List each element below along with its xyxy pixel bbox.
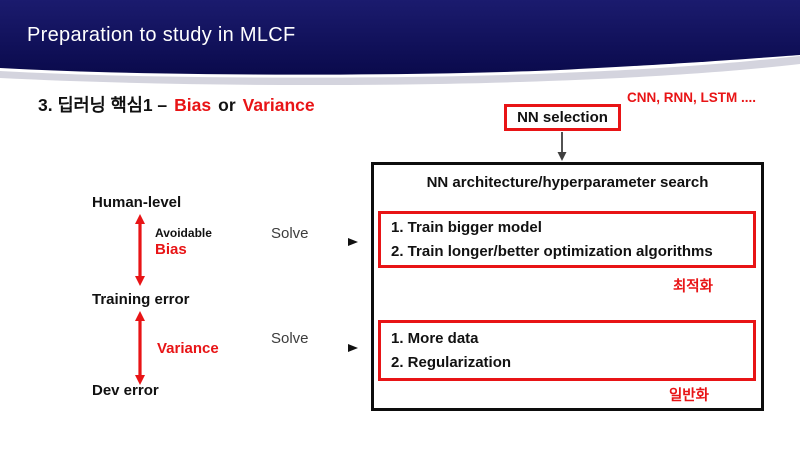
bias-solutions-box: 1. Train bigger model 2. Train longer/be… (378, 211, 756, 268)
heading-or: or (218, 95, 236, 115)
solve-bias-label: Solve (271, 225, 309, 242)
generalization-tag: 일반화 (668, 388, 709, 404)
heading-prefix: 3. 딥러닝 핵심1 – (38, 95, 168, 115)
heading-variance: Variance (242, 95, 315, 115)
nn-selection-connector-arrow (557, 132, 567, 161)
avoidable-label: Avoidable (155, 226, 212, 240)
nn-search-box: NN architecture/hyperparameter search 1.… (371, 162, 764, 411)
bias-solution-item: 2. Train longer/better optimization algo… (391, 242, 713, 260)
header-swoosh-shadow (0, 56, 800, 86)
nn-selection-label: NN selection (517, 109, 608, 126)
header-navy-shape (0, 0, 800, 75)
bias-label: Bias (155, 241, 187, 258)
avoidable-bias-arrow (135, 214, 145, 286)
nn-types-note: CNN, RNN, LSTM .... (627, 90, 756, 105)
bias-solution-item: 1. Train bigger model (391, 219, 542, 237)
nn-search-box-title: NN architecture/hyperparameter search (426, 174, 709, 191)
dev-error-label: Dev error (92, 382, 159, 399)
variance-label: Variance (157, 340, 219, 357)
heading-bias: Bias (174, 95, 212, 115)
optimization-tag: 최적화 (672, 279, 713, 295)
training-error-label: Training error (92, 291, 190, 308)
variance-solution-item: 2. Regularization (391, 354, 512, 372)
solve-variance-label: Solve (271, 330, 309, 347)
variance-arrow (135, 311, 145, 385)
header-title: Preparation to study in MLCF (27, 24, 296, 46)
header-band (0, 0, 800, 86)
nn-selection-box: NN selection (504, 104, 621, 131)
variance-solutions-box: 1. More data 2. Regularization (378, 320, 756, 381)
variance-solution-item: 1. More data (391, 329, 479, 347)
human-level-label: Human-level (92, 194, 182, 211)
